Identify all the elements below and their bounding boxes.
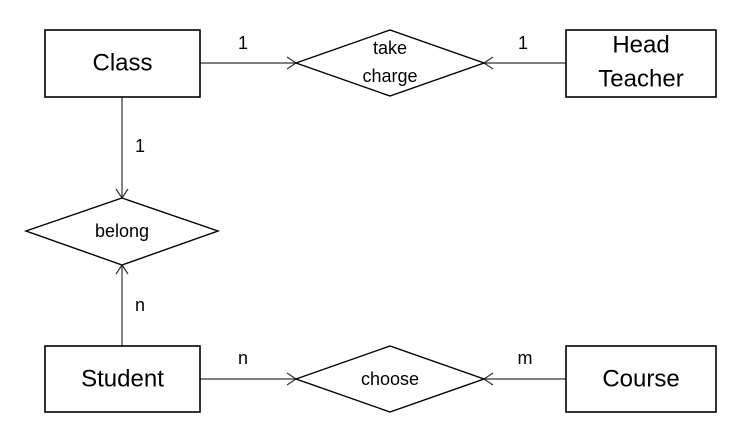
cardinality-student-choose: n <box>238 348 248 368</box>
cardinality-course-choose: m <box>518 348 533 368</box>
entity-student: Student <box>44 345 201 413</box>
cardinality-student-belong: n <box>135 295 145 315</box>
entity-student-label: Student <box>81 365 164 392</box>
entity-head-teacher-label-line1: Head <box>612 31 669 58</box>
cardinality-class-belong: 1 <box>135 136 145 156</box>
entity-head-teacher: Head Teacher <box>565 29 717 98</box>
relationship-choose-label: choose <box>361 369 419 389</box>
relationship-choose: choose <box>293 345 487 413</box>
relationship-take-charge-label-line1: take <box>373 38 407 58</box>
entity-class-box <box>44 29 201 98</box>
cardinalities: 1 1 1 n n m <box>135 33 533 368</box>
relationship-belong: belong <box>23 197 221 266</box>
relationship-belong-label: belong <box>95 221 149 241</box>
relationship-choose-diamond <box>293 345 487 413</box>
relationship-take-charge-diamond <box>293 29 487 97</box>
entity-class: Class <box>44 29 201 98</box>
entity-course-box <box>565 345 717 413</box>
entity-course: Course <box>565 345 717 413</box>
entity-head-teacher-box <box>565 29 717 98</box>
cardinality-head-teacher-take-charge: 1 <box>518 33 528 53</box>
entity-class-label: Class <box>92 49 152 76</box>
relationship-belong-diamond <box>23 197 221 266</box>
cardinality-class-take-charge: 1 <box>238 33 248 53</box>
entity-course-label: Course <box>602 365 679 392</box>
relationship-take-charge: take charge <box>293 29 487 97</box>
entity-student-box <box>44 345 201 413</box>
entity-head-teacher-label-line2: Teacher <box>598 65 683 92</box>
relationship-take-charge-label-line2: charge <box>362 66 417 86</box>
connections <box>115 56 566 386</box>
